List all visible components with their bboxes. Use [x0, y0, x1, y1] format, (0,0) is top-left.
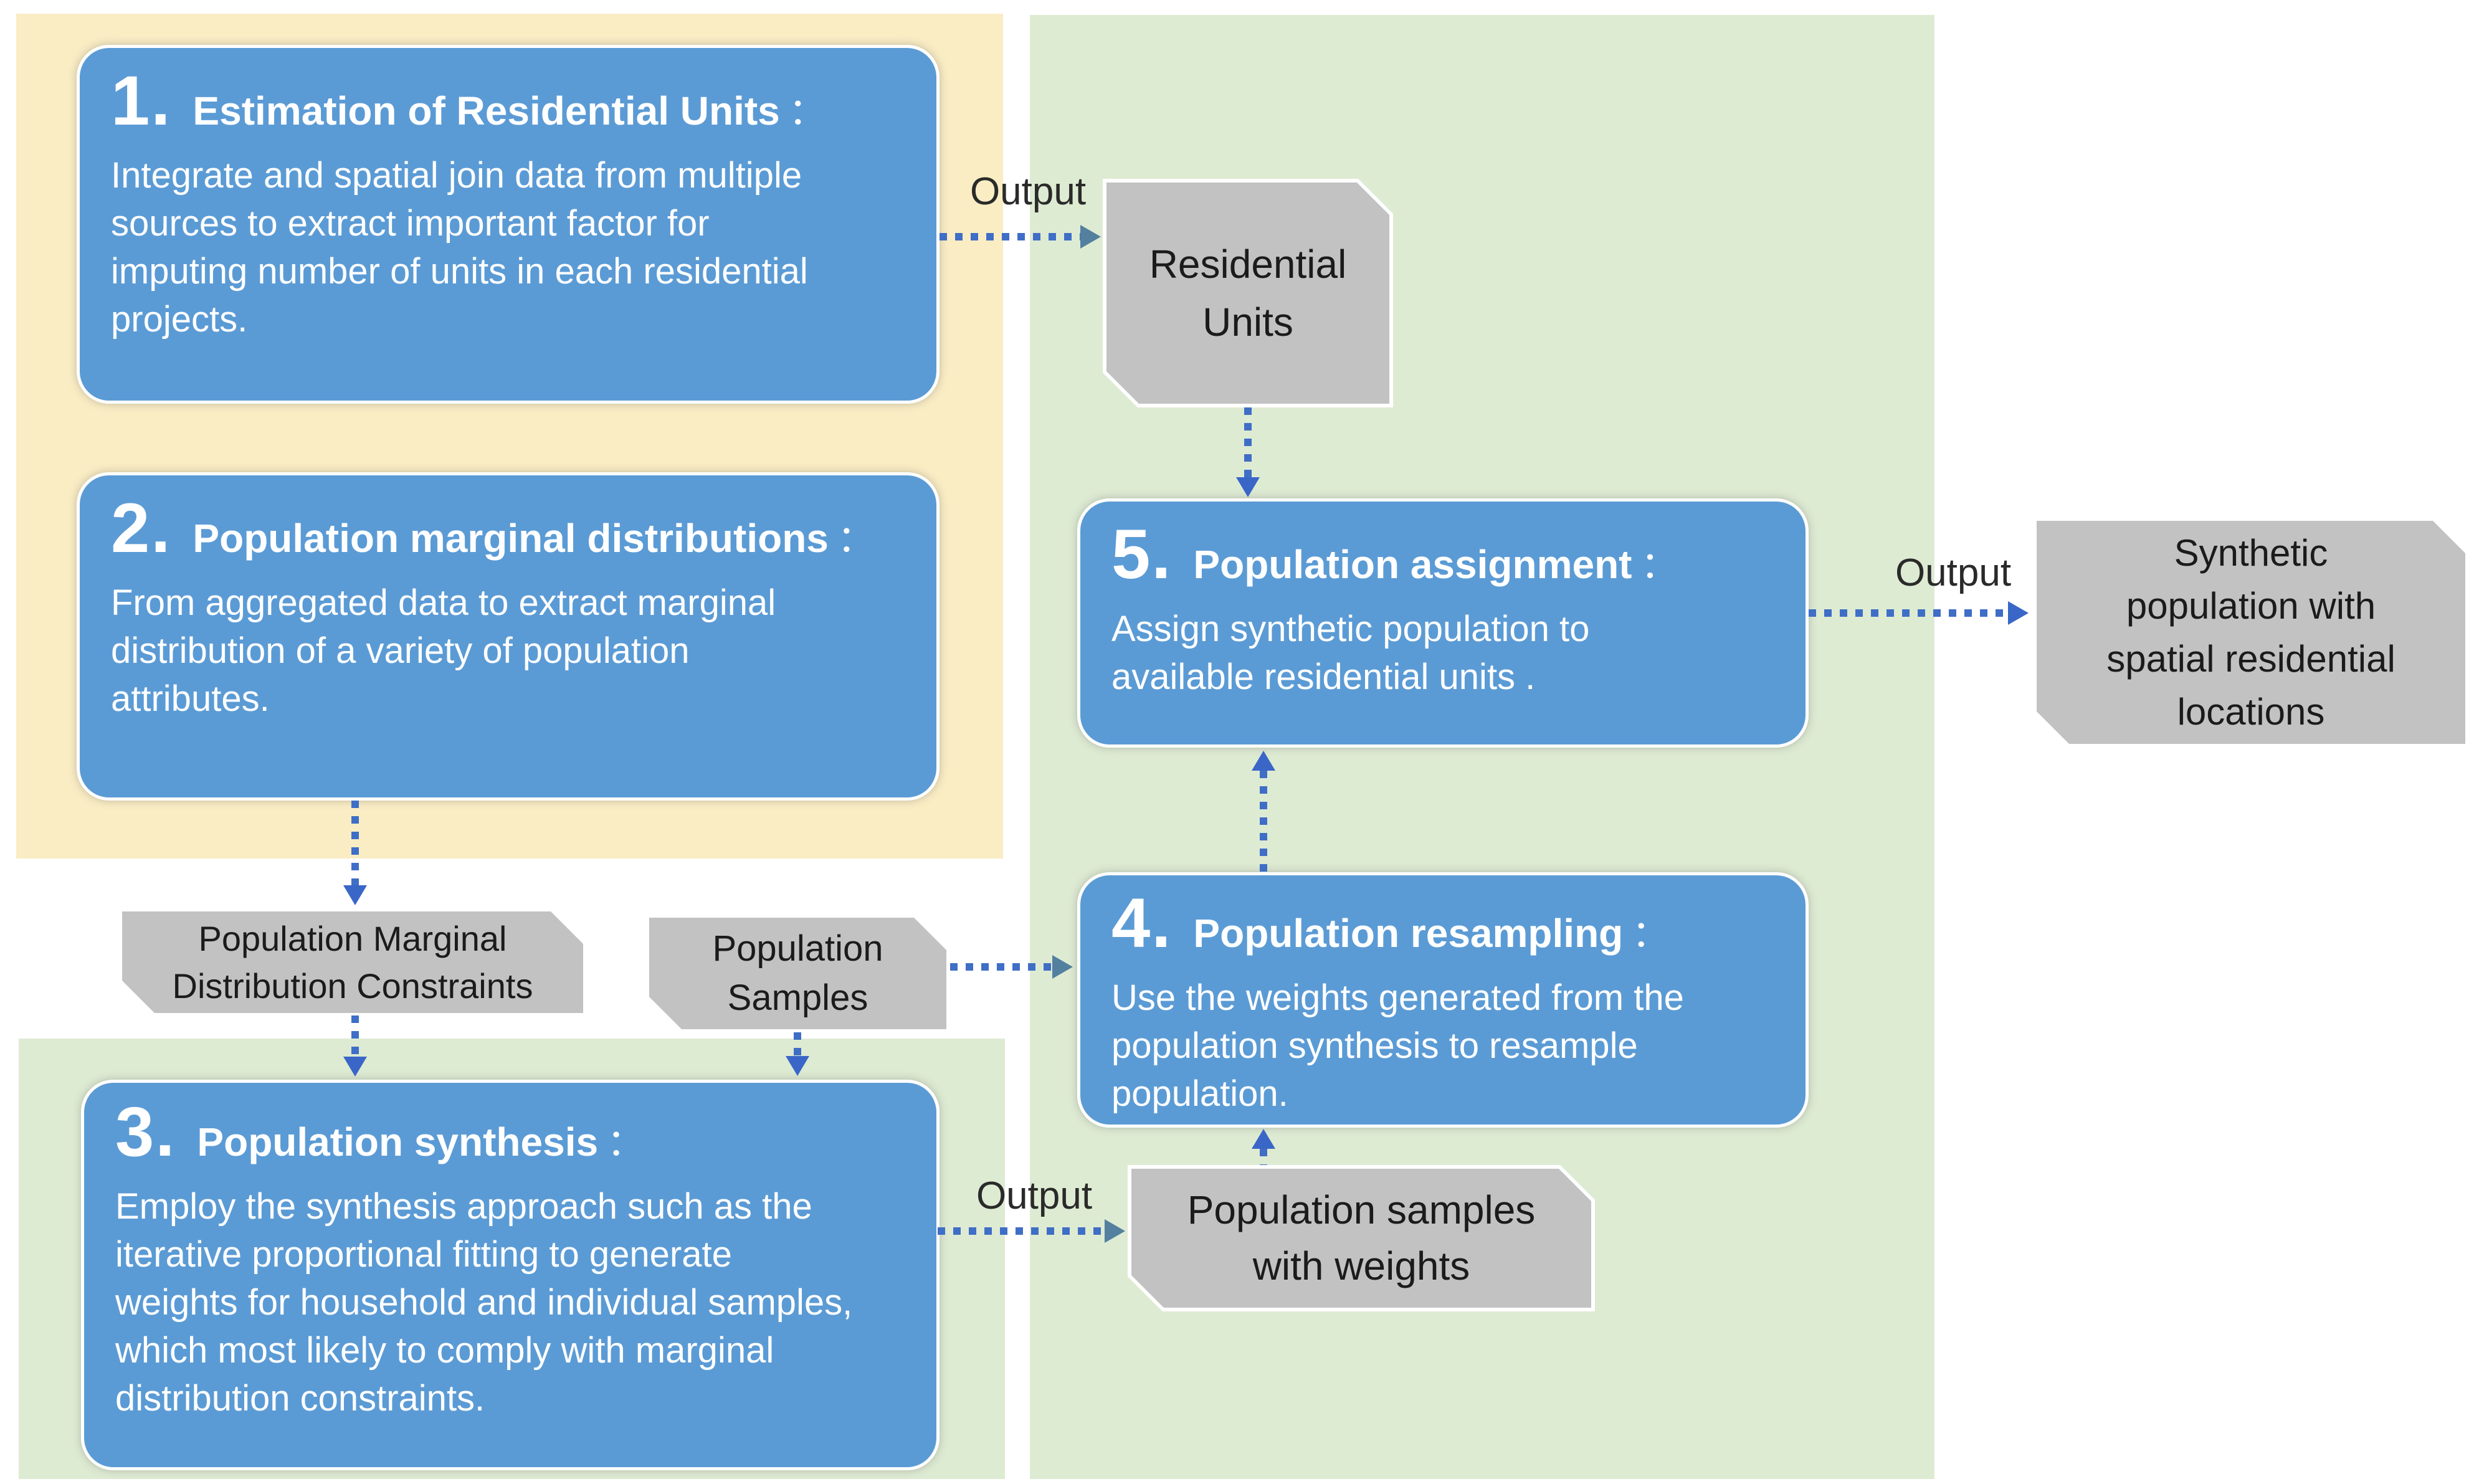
step-5-description: Assign synthetic population to available…	[1111, 608, 1590, 697]
arrow-step1-to-residential-units	[940, 233, 1080, 240]
step-2-number: 2.	[111, 489, 172, 567]
artifact-population-samples: Population Samples	[645, 914, 950, 1033]
step-5-colon: ：	[1640, 545, 1678, 586]
artifact-synthetic-population-label: Synthetic population with spatial reside…	[2037, 521, 2465, 744]
arrow-step5-to-synthetic-population	[1809, 609, 2008, 617]
arrow-step2-to-marginal-constraints	[351, 801, 359, 885]
step-3-title-row: 3. Population synthesis ：	[115, 1095, 905, 1169]
step-3-description: Employ the synthesis approach such as th…	[115, 1186, 853, 1419]
step-5-title-row: 5. Population assignment ：	[1111, 518, 1774, 591]
step-5-population-assignment-box: 5. Population assignment ： Assign synthe…	[1077, 498, 1809, 748]
step-1-colon: ：	[788, 91, 826, 133]
output-label-step3: Output	[976, 1174, 1093, 1217]
arrow-residential-units-to-step5	[1244, 407, 1252, 477]
step-4-colon: ：	[1632, 913, 1670, 955]
step-1-estimation-box: 1. Estimation of Residential Units ： Int…	[77, 45, 940, 404]
artifact-population-samples-with-weights: Population samples with weights	[1128, 1165, 1595, 1311]
output-label-step1: Output	[969, 170, 1087, 213]
step-5-title: Population assignment	[1193, 542, 1632, 587]
step-4-number: 4.	[1111, 884, 1173, 962]
arrow-step4-to-step5	[1260, 771, 1267, 872]
artifact-synthetic-population: Synthetic population with spatial reside…	[2033, 517, 2469, 748]
arrow-population-samples-to-step3	[794, 1032, 801, 1056]
step-3-colon: ：	[607, 1122, 645, 1164]
step-3-population-synthesis-box: 3. Population synthesis ： Employ the syn…	[81, 1080, 940, 1470]
step-2-title: Population marginal distributions	[193, 516, 829, 561]
step-2-description: From aggregated data to extract marginal…	[111, 582, 776, 719]
artifact-marginal-constraints-label: Population Marginal Distribution Constra…	[122, 911, 583, 1013]
step-2-marginal-distributions-box: 2. Population marginal distributions ： F…	[77, 472, 940, 801]
artifact-samples-weights-label: Population samples with weights	[1131, 1169, 1591, 1308]
step-2-colon: ：	[837, 518, 875, 560]
arrow-samples-weights-to-step4	[1260, 1149, 1267, 1165]
step-1-description: Integrate and spatial join data from mul…	[111, 155, 808, 340]
arrow-population-samples-to-step4	[950, 963, 1052, 971]
arrow-step3-to-samples-weights	[938, 1227, 1105, 1235]
step-1-title: Estimation of Residential Units	[193, 88, 780, 133]
step-1-number: 1.	[111, 62, 172, 140]
artifact-marginal-distribution-constraints: Population Marginal Distribution Constra…	[118, 908, 587, 1017]
output-label-step5: Output	[1895, 551, 2012, 594]
step-1-title-row: 1. Estimation of Residential Units ：	[111, 64, 905, 138]
step-3-title: Population synthesis	[197, 1120, 599, 1164]
step-4-description: Use the weights generated from the popul…	[1111, 977, 1684, 1114]
step-2-title-row: 2. Population marginal distributions ：	[111, 492, 905, 565]
arrow-marginal-constraints-to-step3	[351, 1015, 359, 1057]
step-3-number: 3.	[115, 1093, 176, 1171]
step-4-population-resampling-box: 4. Population resampling ： Use the weigh…	[1077, 872, 1809, 1128]
step-4-title-row: 4. Population resampling ：	[1111, 887, 1774, 960]
artifact-residential-units: Residential Units	[1103, 179, 1393, 407]
artifact-population-samples-label: Population Samples	[649, 918, 946, 1029]
step-5-number: 5.	[1111, 515, 1173, 593]
artifact-residential-units-label: Residential Units	[1106, 183, 1389, 404]
step-4-title: Population resampling	[1193, 911, 1624, 956]
